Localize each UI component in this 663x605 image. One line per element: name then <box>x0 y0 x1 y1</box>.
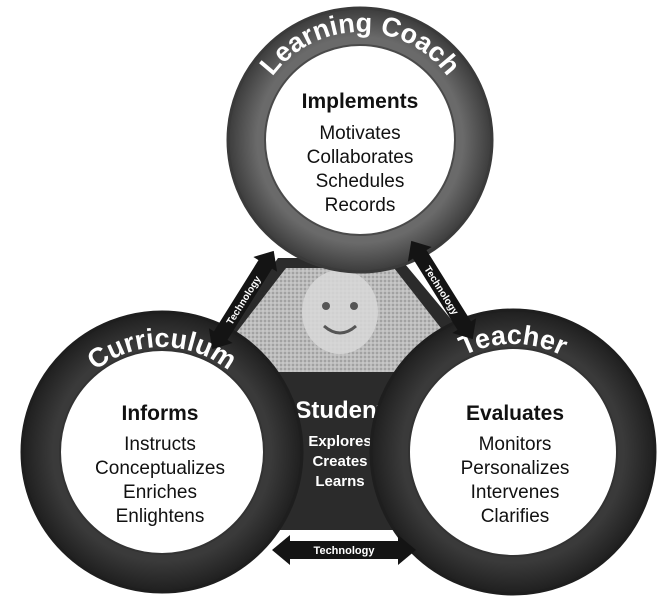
teacher-item: Clarifies <box>481 506 550 527</box>
student-item: Explores <box>308 433 371 450</box>
student-smile <box>323 324 357 335</box>
curriculum-item: Conceptualizes <box>95 458 225 479</box>
technology-label: Technology <box>314 545 376 557</box>
curriculum-item: Instructs <box>124 434 196 455</box>
curriculum-item: Enriches <box>123 482 197 503</box>
learning-coach-item: Records <box>325 195 396 216</box>
teacher-item: Monitors <box>479 434 552 455</box>
learning-coach-item: Motivates <box>319 123 400 144</box>
curriculum-ring: Curriculum Informs Instructs Conceptuali… <box>20 310 304 594</box>
student-eye-right <box>350 302 358 310</box>
student-item: Creates <box>312 453 367 470</box>
student-eye-left <box>322 302 330 310</box>
teacher-heading: Evaluates <box>466 402 564 425</box>
double-arrow-icon <box>272 535 416 565</box>
teacher-ring-inner <box>408 347 618 557</box>
teacher-ring: Teacher Evaluates Monitors Personalizes … <box>369 308 657 596</box>
learning-coach-item: Schedules <box>316 171 405 192</box>
learning-coach-heading: Implements <box>302 90 419 113</box>
curriculum-item: Enlightens <box>116 506 205 527</box>
teacher-item: Personalizes <box>461 458 570 479</box>
learning-coach-ring-inner <box>264 44 456 236</box>
teacher-item: Intervenes <box>471 482 560 503</box>
curriculum-ring-inner <box>59 349 265 555</box>
learning-coach-ring: Learning Coach Implements Motivates Coll… <box>226 6 494 274</box>
double-arrow-icon <box>208 250 278 350</box>
student-face-shape <box>302 270 378 354</box>
student-item: Learns <box>315 473 364 490</box>
technology-arrow-curriculum-teacher: Technology <box>272 535 416 565</box>
learning-coach-item: Collaborates <box>307 147 414 168</box>
curriculum-heading: Informs <box>121 402 198 425</box>
student-heading: Student <box>295 397 384 424</box>
double-arrow-icon <box>407 240 477 340</box>
